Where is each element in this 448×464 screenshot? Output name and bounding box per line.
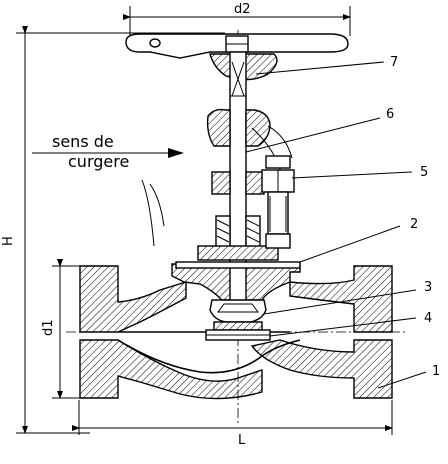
stem bbox=[229, 51, 247, 321]
flow-direction: sens de curgere bbox=[32, 132, 184, 171]
callout-6: 6 bbox=[245, 107, 394, 153]
callout-label-4: 4 bbox=[424, 311, 432, 326]
l-label: L bbox=[238, 433, 246, 448]
callout-label-1: 1 bbox=[432, 364, 440, 379]
d2-label: d2 bbox=[234, 2, 251, 17]
disc bbox=[209, 299, 267, 331]
yoke bbox=[141, 108, 293, 247]
dimension-h: H bbox=[1, 26, 225, 434]
callout-label-3: 3 bbox=[424, 280, 432, 295]
dimension-d2: d2 bbox=[123, 2, 351, 36]
dimension-d1: d1 bbox=[41, 259, 84, 399]
callout-label-2: 2 bbox=[410, 217, 418, 232]
callout-label-6: 6 bbox=[386, 107, 394, 122]
flow-label-line1: sens de bbox=[52, 132, 114, 151]
gasket bbox=[175, 261, 301, 269]
callout-3: 3 bbox=[263, 280, 432, 315]
callout-2: 2 bbox=[299, 217, 418, 263]
callout-label-7: 7 bbox=[390, 55, 398, 70]
callout-4: 4 bbox=[269, 311, 432, 337]
arrow-head-icon bbox=[168, 148, 184, 158]
callout-1: 1 bbox=[377, 364, 440, 389]
bolt bbox=[261, 155, 295, 249]
d1-label: d1 bbox=[41, 319, 56, 336]
dimension-l: L bbox=[72, 400, 393, 448]
gland bbox=[197, 171, 279, 261]
flow-label-line2: curgere bbox=[68, 152, 129, 171]
callout-7: 7 bbox=[255, 55, 398, 75]
callout-label-5: 5 bbox=[420, 165, 428, 180]
h-label: H bbox=[1, 236, 16, 246]
callout-5: 5 bbox=[291, 165, 428, 180]
seat-ring bbox=[205, 329, 271, 341]
